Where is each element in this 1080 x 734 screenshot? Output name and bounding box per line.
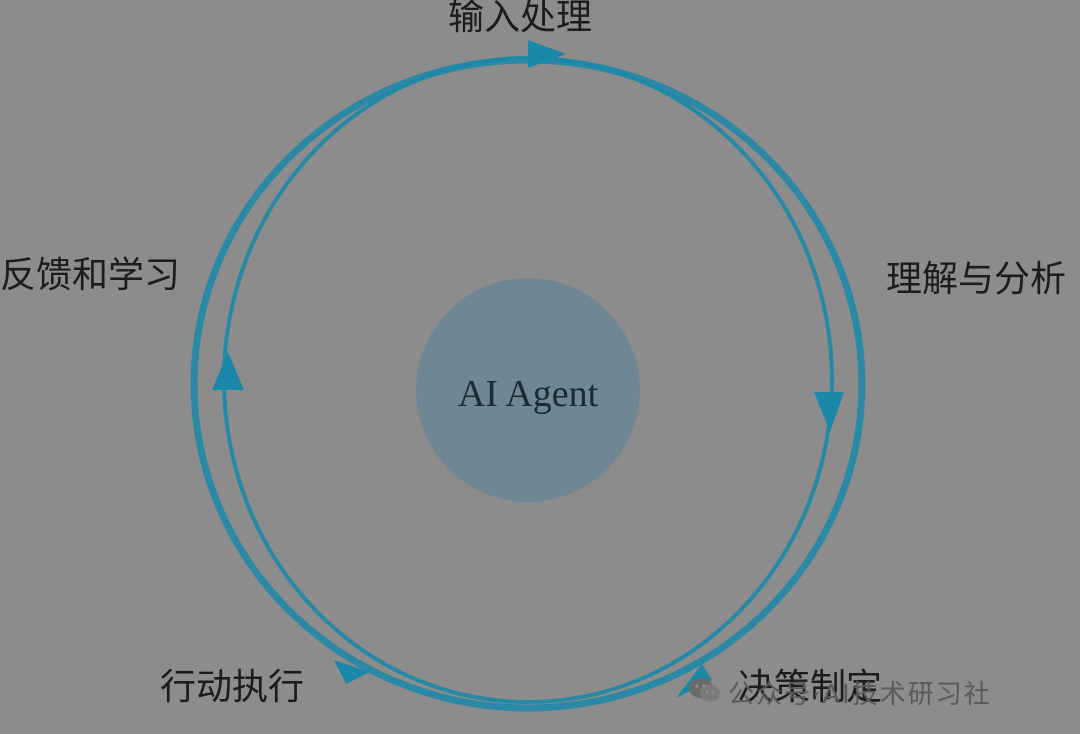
- stage-decision-label: 决策制定: [738, 667, 883, 708]
- watermark-text: 公众号·AI技术研习社: [728, 679, 992, 710]
- stage-action-label: 行动执行: [160, 667, 305, 708]
- stage-feedback-label: 反馈和学习: [0, 255, 181, 296]
- arrow-top: [528, 40, 566, 68]
- arrow-bottom-left: [334, 660, 370, 684]
- wechat-icon: [688, 678, 722, 706]
- center-label: AI Agent: [457, 373, 599, 415]
- stage-understand-label: 理解与分析: [886, 259, 1067, 300]
- stage-input-label: 输入处理: [448, 0, 593, 38]
- arrow-right: [814, 392, 844, 432]
- watermark: 公众号·AI技术研习社: [688, 676, 992, 710]
- agent-core-circle: [416, 278, 640, 502]
- arrow-left: [212, 352, 244, 390]
